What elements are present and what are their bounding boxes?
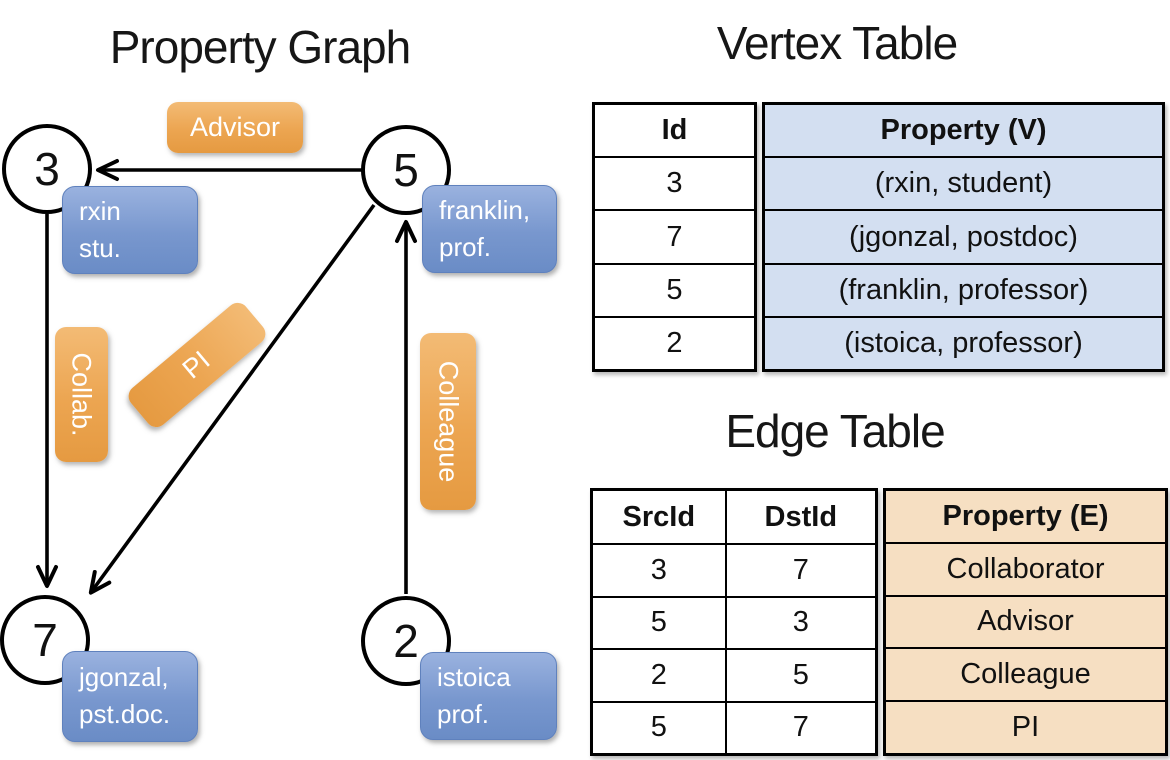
- edge-table-dst-cell: 7: [724, 700, 875, 753]
- vertex-label-line: rxin: [79, 195, 121, 226]
- vertex-id-5: 5: [393, 144, 419, 196]
- edge-table-dst-cell: 3: [724, 595, 875, 649]
- edge-table-property-column: Property (E) Collaborator Advisor Collea…: [883, 488, 1168, 756]
- vertex-property-label-franklin: franklin, prof.: [422, 185, 557, 273]
- vertex-table-header-property: Property (V): [765, 105, 1162, 157]
- edge-table-src-cell: 2: [593, 648, 725, 700]
- vertex-table-property-cell: (franklin, professor): [765, 262, 1162, 316]
- edge-table-property-cell: PI: [886, 700, 1165, 753]
- vertex-id-2: 2: [393, 615, 419, 667]
- edge-table-src-cell: 5: [593, 700, 725, 753]
- edge-table-property-cell: Colleague: [886, 647, 1165, 701]
- edge-table-src-cell: 3: [593, 543, 725, 595]
- vertex-table-id-cell: 7: [595, 209, 754, 262]
- edge-table-dst-cell: 5: [724, 648, 875, 701]
- edge-label-advisor: Advisor: [167, 102, 303, 153]
- vertex-property-label-rxin: rxin stu.: [62, 186, 198, 274]
- edge-label-pi: PI: [124, 298, 270, 432]
- edge-table-header-dstid: DstId: [724, 491, 875, 544]
- edge-table-property-cell: Collaborator: [886, 541, 1165, 595]
- vertex-label-line: prof.: [437, 698, 490, 729]
- edge-table-dst-cell: 7: [724, 543, 875, 596]
- vertex-label-line: jgonzal,: [79, 662, 169, 693]
- vertex-node-3: 3: [2, 124, 92, 214]
- edge-label-collab-text: Collab.: [67, 352, 98, 437]
- edge-label-colleague: Colleague: [420, 333, 476, 510]
- vertex-table-property-cell: (istoica, professor): [765, 315, 1162, 370]
- edge-label-colleague-text: Colleague: [433, 360, 464, 483]
- vertex-label-line: franklin,: [439, 194, 531, 225]
- edge-table-src-cell: 5: [593, 595, 725, 648]
- vertex-table-id-cell: 2: [595, 315, 754, 369]
- vertex-table-property-cell: (jgonzal, postdoc): [765, 209, 1162, 263]
- vertex-label-line: prof.: [439, 231, 492, 262]
- vertex-label-line: istoica: [437, 661, 511, 692]
- edge-table-id-columns: SrcId DstId 3 7 5 3 2 5 5 7: [590, 488, 878, 756]
- edge-table-header-property: Property (E): [886, 491, 1165, 542]
- vertex-table-header-id: Id: [661, 114, 688, 147]
- property-graph-title: Property Graph: [109, 21, 411, 73]
- vertex-id-7: 7: [32, 614, 58, 666]
- vertex-label-line: stu.: [79, 232, 121, 263]
- vertex-id-3: 3: [34, 143, 60, 195]
- edge-table-title: Edge Table: [725, 405, 945, 457]
- edge-label-pi-text: PI: [177, 344, 217, 385]
- vertex-node-5: 5: [361, 125, 451, 215]
- vertex-table-title: Vertex Table: [716, 17, 958, 69]
- vertex-table-id-column: Id 3 7 5 2: [592, 102, 757, 372]
- edge-table-header-srcid: SrcId: [622, 500, 696, 533]
- vertex-table-id-cell: 5: [595, 262, 754, 316]
- edge-table-property-cell: Advisor: [886, 594, 1165, 648]
- edge-label-collab: Collab.: [55, 327, 108, 462]
- vertex-label-line: pst.doc.: [79, 699, 171, 729]
- vertex-table-id-cell: 3: [595, 156, 754, 209]
- vertex-table-property-column: Property (V) (rxin, student) (jgonzal, p…: [762, 102, 1165, 372]
- vertex-table-property-cell: (rxin, student): [765, 156, 1162, 210]
- vertex-property-label-istoica: istoica prof.: [420, 652, 557, 740]
- vertex-property-label-jgonzal: jgonzal, pst.doc.: [62, 651, 198, 742]
